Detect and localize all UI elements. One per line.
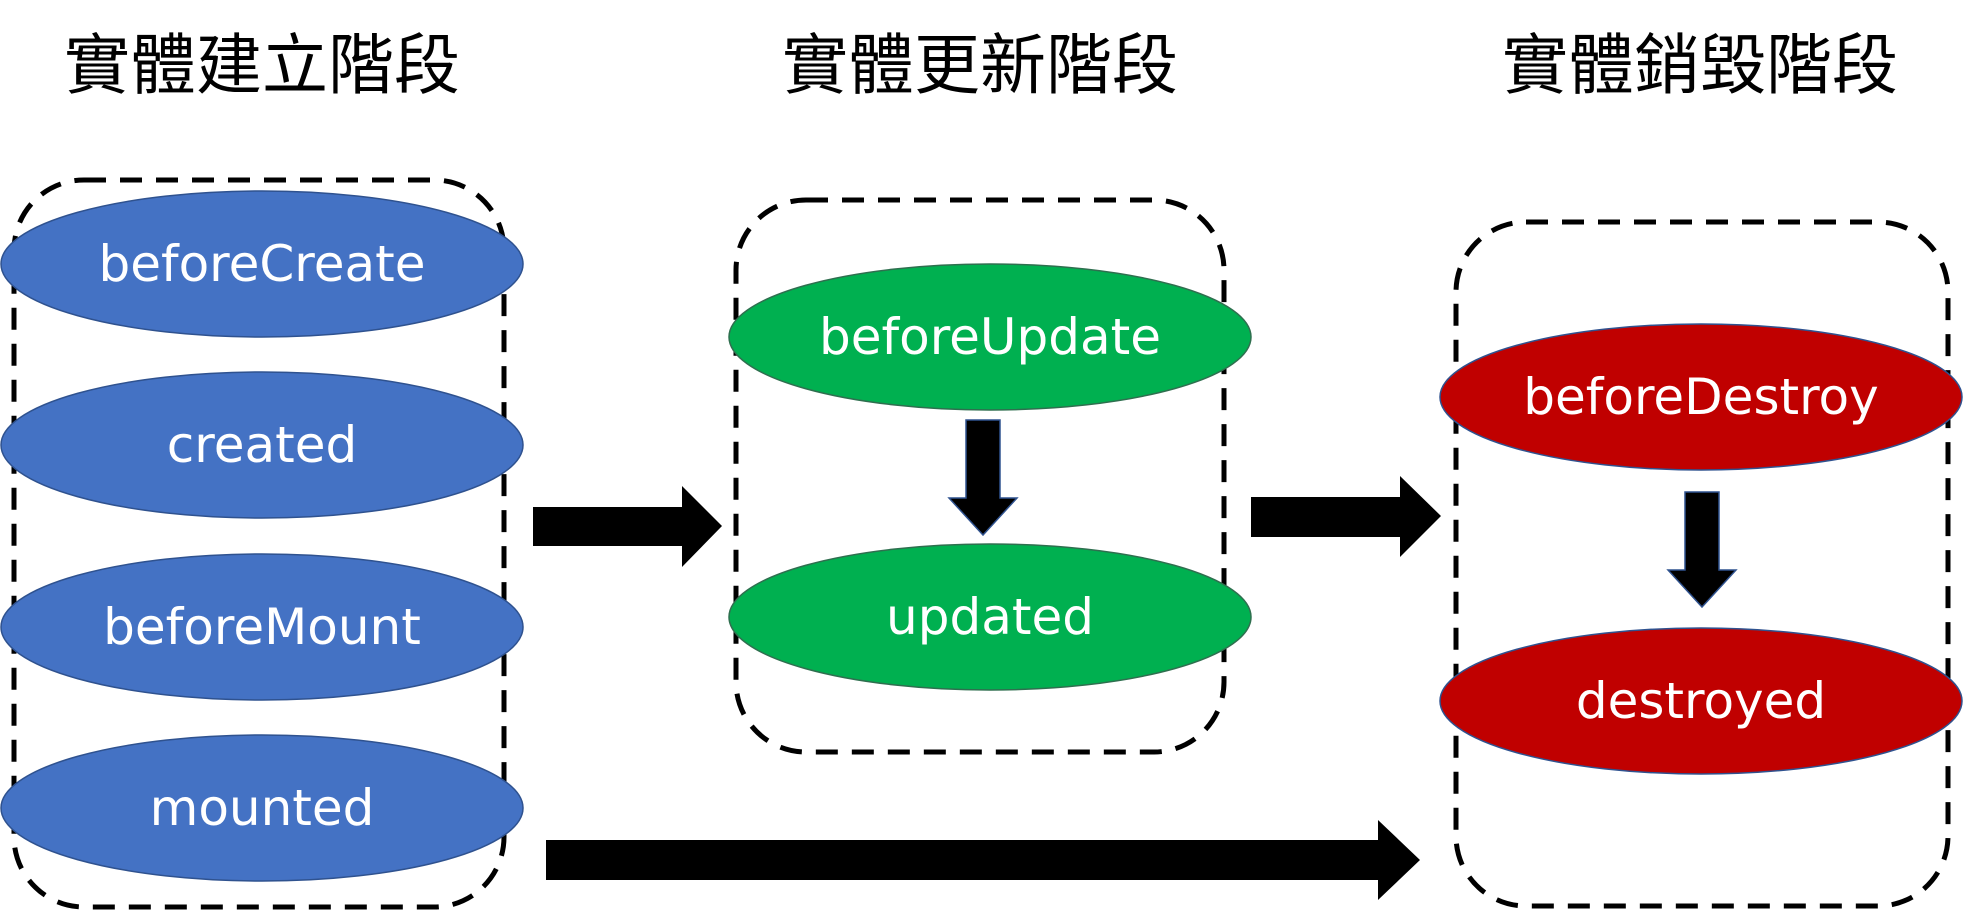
hook-label: beforeUpdate (819, 308, 1161, 366)
hook-ellipse (0, 371, 524, 519)
hook-label: beforeDestroy (1523, 368, 1878, 426)
hook-label: destroyed (1576, 672, 1826, 730)
arrow-creation-to-destruction (546, 820, 1420, 900)
hook-destroyed: destroyed (1439, 627, 1963, 775)
phase-title-update: 實體更新階段 (782, 27, 1178, 104)
hook-before-create: beforeCreate (0, 190, 524, 338)
hook-created: created (0, 371, 524, 519)
hook-label: updated (886, 588, 1094, 646)
hook-ellipse (728, 263, 1252, 411)
hook-before-destroy: beforeDestroy (1439, 323, 1963, 471)
hook-label: beforeMount (103, 598, 421, 656)
hook-ellipse (728, 543, 1252, 691)
hook-ellipse (0, 734, 524, 882)
hook-label: beforeCreate (98, 235, 425, 293)
arrow-before-destroy-to-destroyed (1666, 491, 1738, 609)
hook-before-update: beforeUpdate (728, 263, 1252, 411)
arrow-update-to-destruction (1251, 476, 1441, 557)
hook-ellipse (0, 190, 524, 338)
hook-ellipse (1439, 627, 1963, 775)
hook-label: created (167, 416, 357, 474)
hook-updated: updated (728, 543, 1252, 691)
phase-title-creation: 實體建立階段 (64, 27, 460, 104)
group-box-destruction (1453, 219, 1951, 909)
hook-label: mounted (150, 779, 375, 837)
hook-mounted: mounted (0, 734, 524, 882)
hook-ellipse (1439, 323, 1963, 471)
arrow-creation-to-update (533, 486, 722, 567)
arrow-before-update-to-updated (947, 419, 1019, 537)
group-box-update (733, 197, 1227, 755)
hook-ellipse (0, 553, 524, 701)
group-box-creation (11, 177, 507, 910)
hook-before-mount: beforeMount (0, 553, 524, 701)
phase-title-destruction: 實體銷毀階段 (1502, 27, 1898, 104)
